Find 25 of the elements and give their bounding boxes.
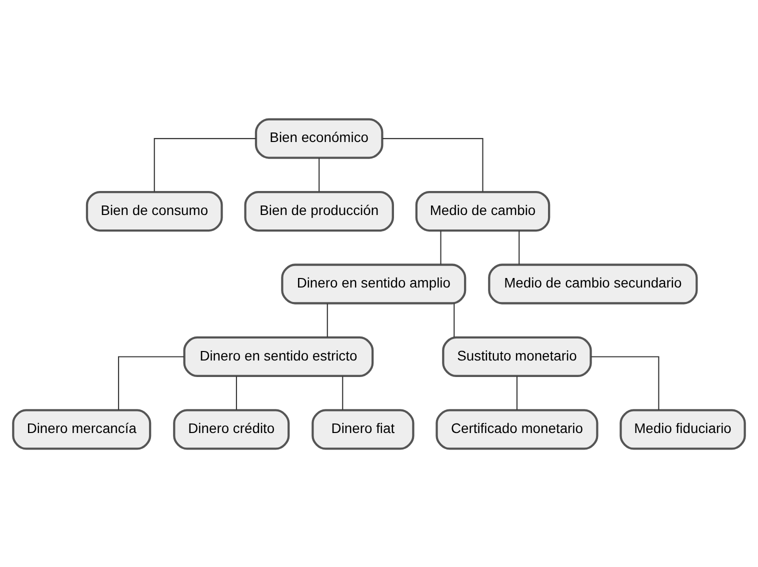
node-box: Medio de cambio secundario [488, 263, 698, 304]
node-box: Dinero crédito [173, 408, 290, 450]
connector [236, 376, 237, 410]
node-box: Certificado monetario [436, 408, 598, 450]
connector [454, 303, 455, 337]
connector [154, 138, 256, 192]
connector [118, 356, 184, 410]
node-box: Sustituto monetario [442, 336, 592, 377]
node-box: Dinero mercancía [12, 408, 152, 450]
node-box: Dinero en sentido amplio [281, 263, 466, 304]
connector [382, 138, 484, 192]
connector [518, 230, 520, 264]
connector [591, 356, 660, 410]
connector [326, 303, 328, 337]
node-box: Medio de cambio [415, 190, 550, 232]
node-box: Bien económico [254, 118, 384, 158]
node-box: Dinero en sentido estricto [183, 336, 374, 377]
node-box: Bien de producción [244, 190, 394, 232]
connector [516, 376, 518, 410]
node-box: Bien de consumo [86, 190, 223, 232]
connector [342, 376, 344, 410]
node-box: Dinero fiat [312, 408, 414, 450]
node-box: Medio fiduciario [620, 408, 746, 450]
connector [318, 158, 320, 192]
connector [440, 230, 442, 264]
